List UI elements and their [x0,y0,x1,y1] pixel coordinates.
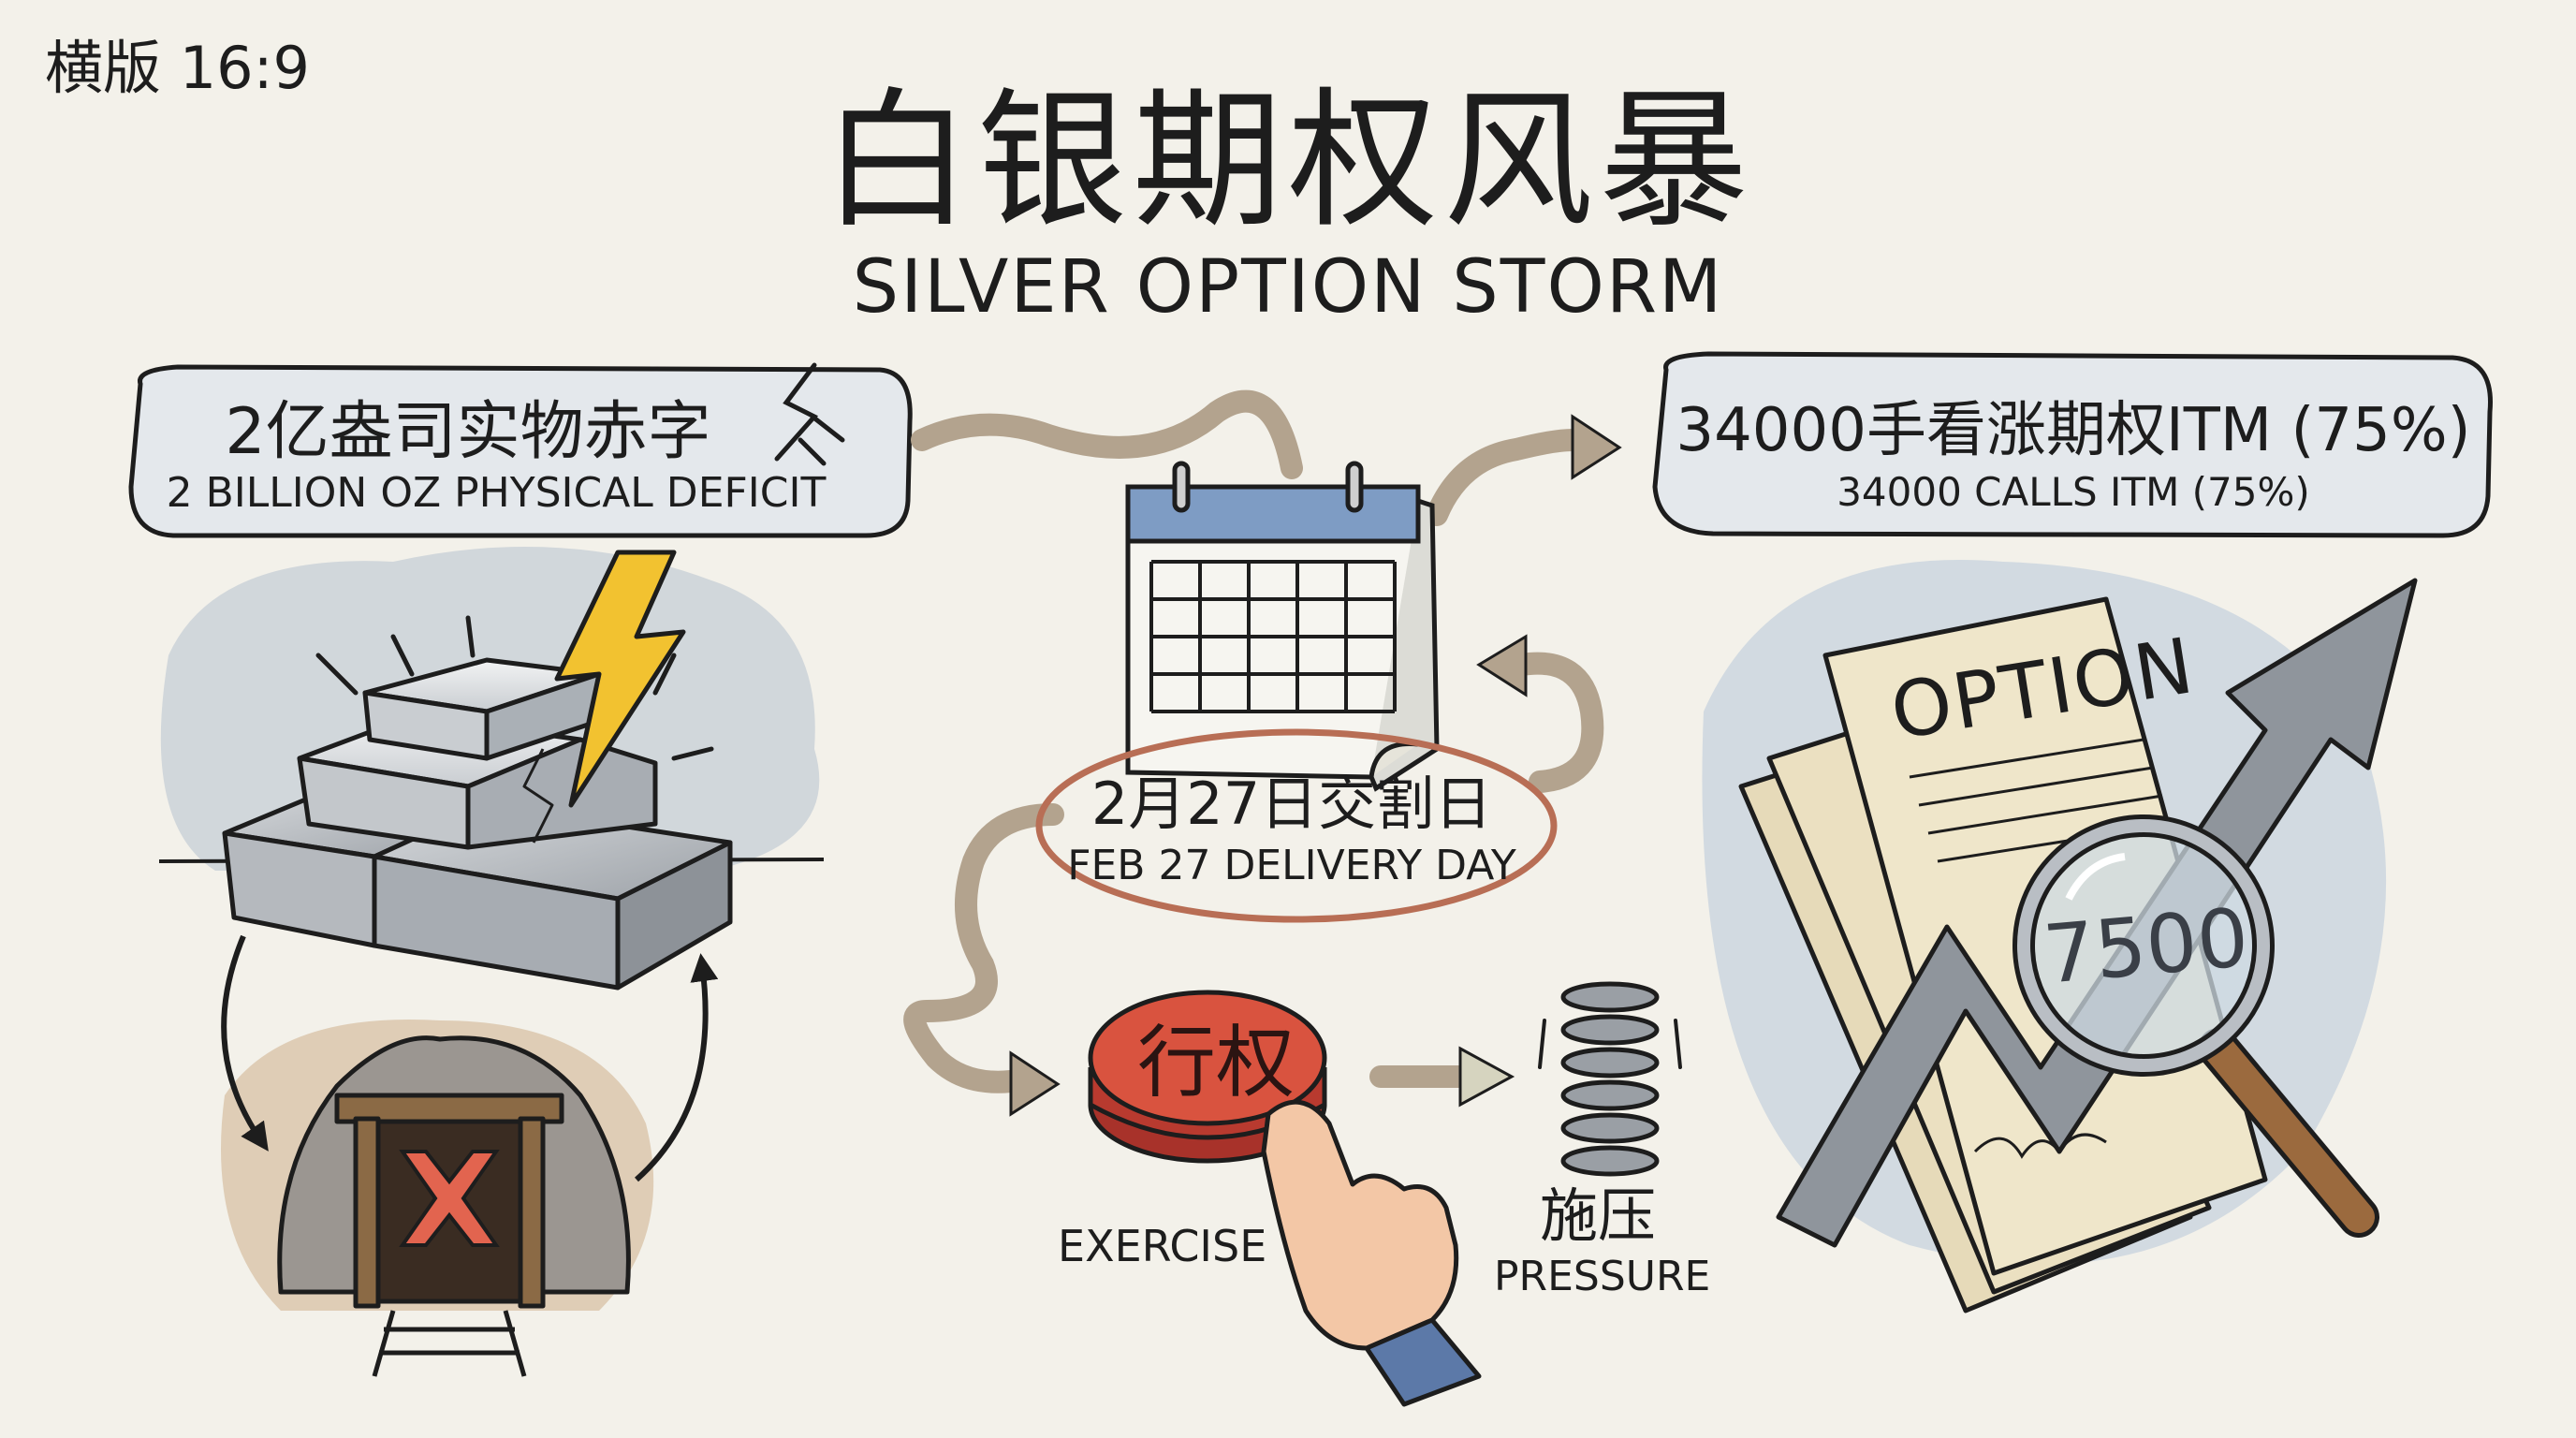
exercise-label-en: EXERCISE [1058,1221,1267,1271]
trend-up-arrow-icon [1776,578,2418,1248]
option-magnified-number: 7500 [2040,890,2253,1003]
crack-icon [774,362,845,466]
calendar-icon [1125,461,1440,792]
delivery-day-label-zh: 2月27日交割日 [1090,770,1493,838]
impact-lines [315,615,714,761]
flow-arrowheads [1009,414,1622,1117]
page-subtitle: SILVER OPTION STORM [852,245,1724,330]
delivery-day-label-en: FEB 27 DELIVERY DAY [1067,842,1516,889]
deficit-label-en: 2 BILLION OZ PHYSICAL DEFICIT [166,469,827,517]
delivery-circle [1035,728,1558,923]
corner-label: 横版 16:9 [45,34,310,102]
mine-entrance-icon [277,1035,631,1377]
exercise-button-icon [1088,990,1327,1164]
flow-arrows [903,389,1604,1093]
pressure-label-en: PRESSURE [1494,1253,1711,1300]
lightning-icon [554,550,686,808]
calls-bubble [1652,351,2493,538]
pointing-hand-icon [1261,1099,1482,1407]
spring-icon [1560,981,1660,1177]
x-mark-icon [399,1150,500,1247]
cycle-arrow-right [635,953,719,1182]
cycle-arrow-left [221,934,269,1152]
calls-label-en: 34000 CALLS ITM (75%) [1837,469,2310,515]
exercise-button-label: 行权 [1137,1017,1295,1108]
magnifier-icon [2012,814,2379,1238]
calls-label-zh: 34000手看涨期权ITM (75%) [1676,396,2471,465]
deficit-bubble [128,364,913,538]
page-title: 白银期权风暴 [821,73,1754,248]
pressure-label-zh: 施压 [1540,1181,1657,1250]
silver-bars-icon [222,657,733,990]
document-lines [1909,738,2163,1159]
deficit-label-zh: 2亿盎司实物赤字 [225,395,711,469]
